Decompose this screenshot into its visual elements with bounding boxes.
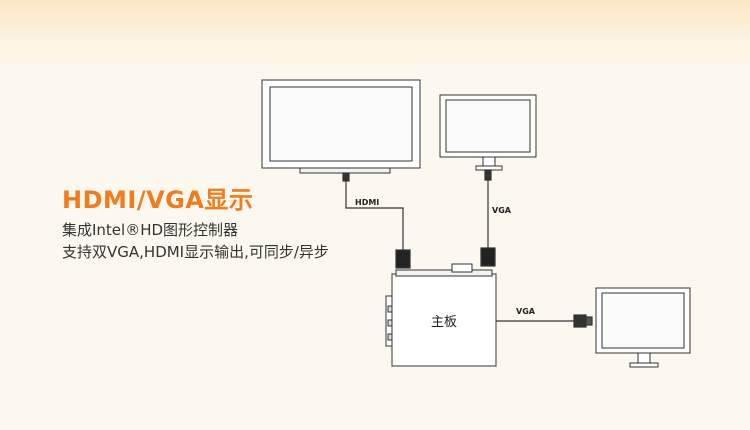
description-line-2: 支持双VGA,HDMI显示输出,可同步/异步 xyxy=(62,243,329,261)
vga-monitor-top xyxy=(439,94,537,171)
hdmi-cable xyxy=(342,172,411,269)
tv-monitor xyxy=(261,79,421,174)
section-title: HDMI/VGA显示 xyxy=(62,186,254,214)
description-line-1: 集成Intel®HD图形控制器 xyxy=(62,221,239,239)
mainboard-label: 主板 xyxy=(431,315,457,330)
vga-cable-right xyxy=(496,314,593,328)
vga-right-label: VGA xyxy=(516,307,536,316)
vga-monitor-right xyxy=(595,287,691,368)
mainboard xyxy=(385,263,497,367)
hdmi-label: HDMI xyxy=(355,198,379,207)
vga-top-label: VGA xyxy=(492,206,512,215)
vga-cable-top xyxy=(480,169,496,267)
